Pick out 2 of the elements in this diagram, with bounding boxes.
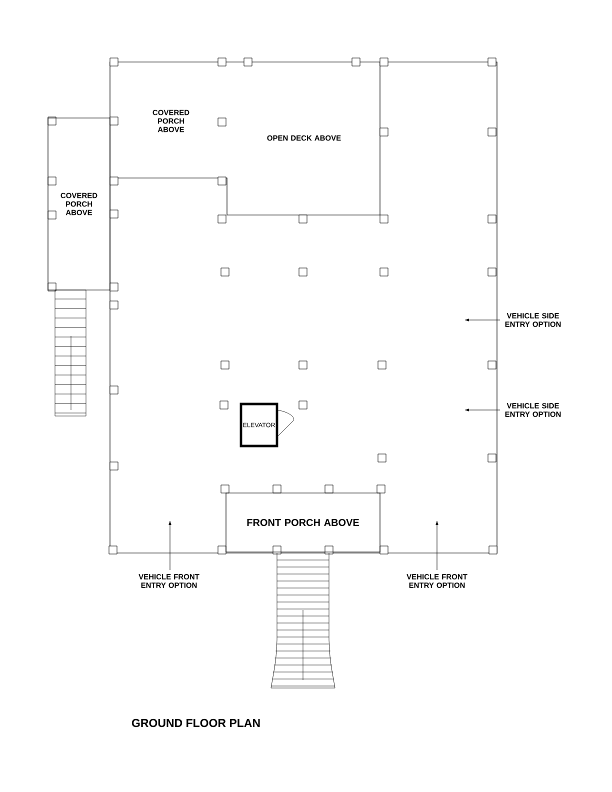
- porch-box: FRONT PORCH ABOVE: [226, 492, 380, 552]
- plan-title: GROUND FLOOR PLAN: [132, 718, 260, 728]
